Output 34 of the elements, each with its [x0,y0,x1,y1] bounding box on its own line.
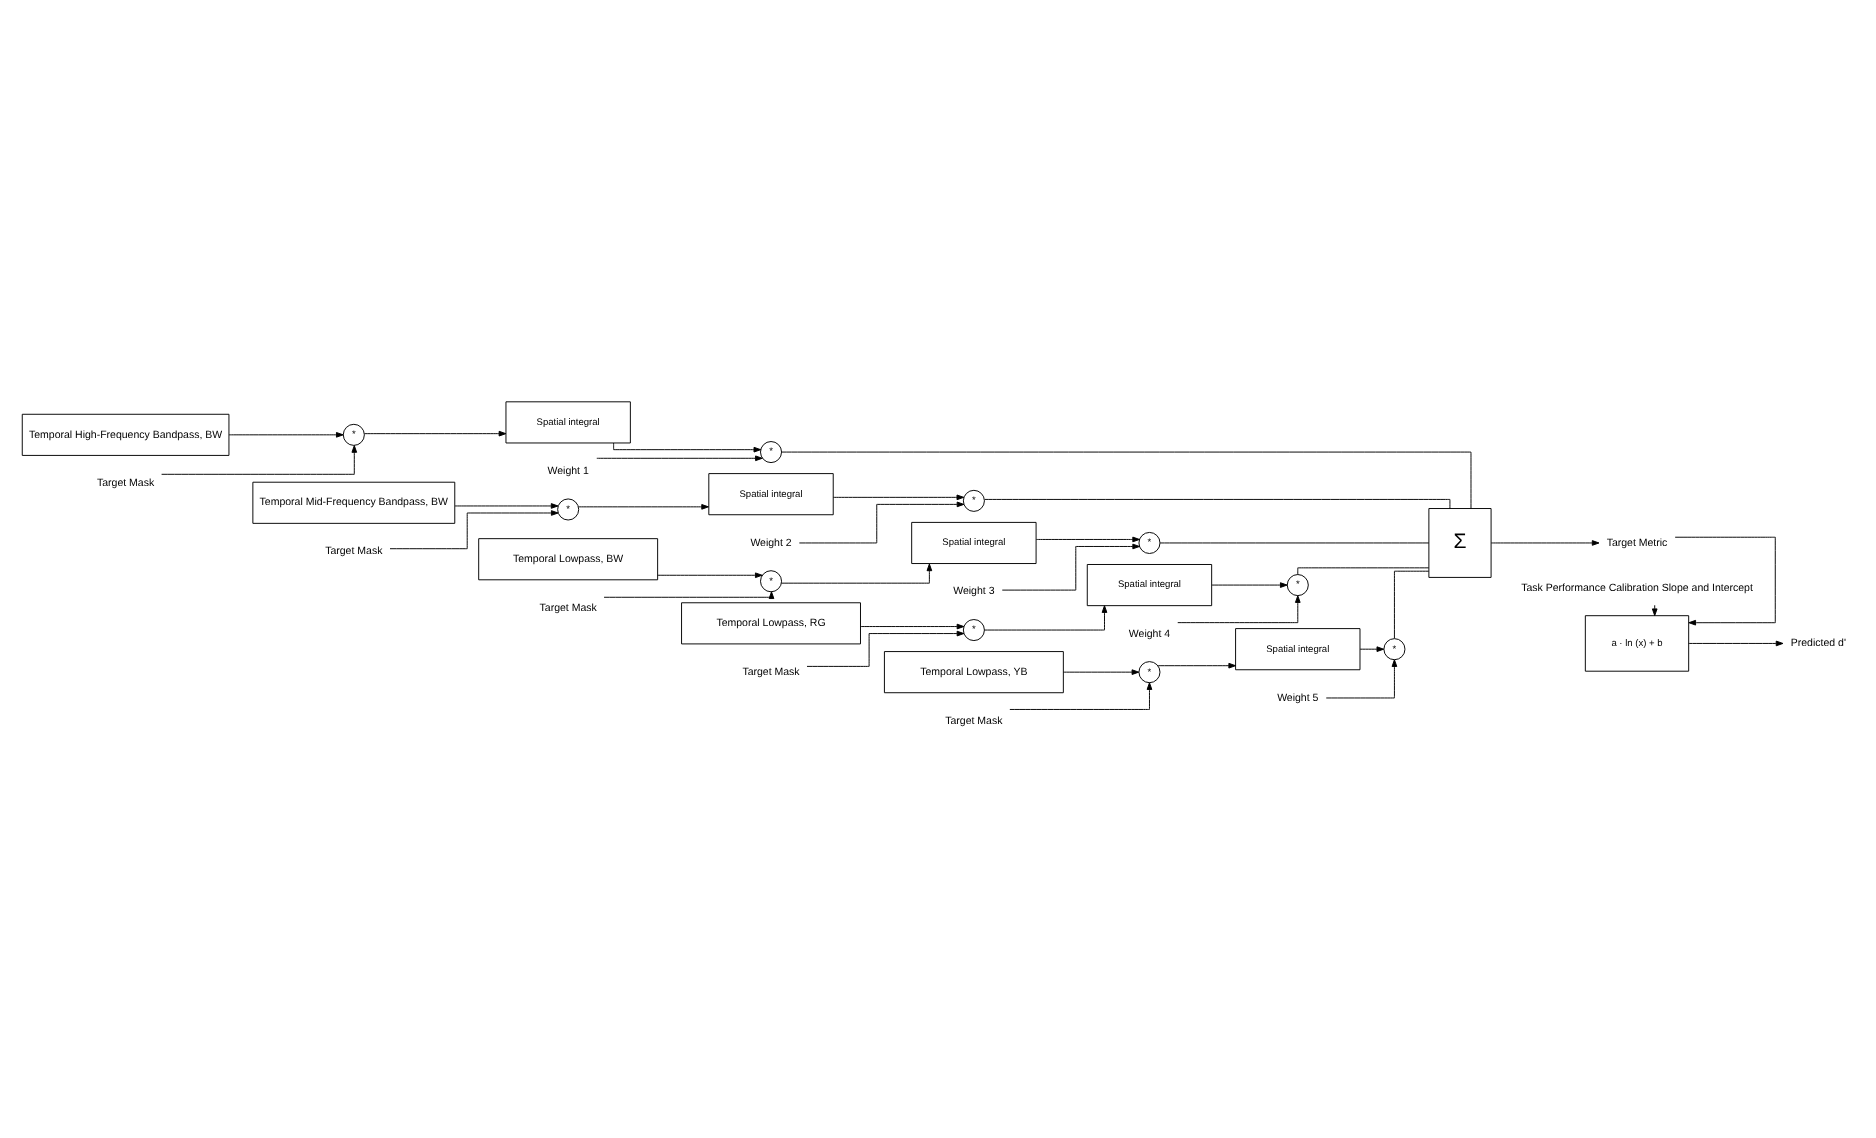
arrow [1211,581,1288,587]
arrow [1177,594,1301,623]
arrow [363,429,507,436]
arrow [1490,539,1600,545]
arrow [832,493,965,500]
arrow [984,604,1108,630]
arrow [1009,681,1153,709]
connector [1393,569,1430,638]
arrow [1001,542,1140,590]
arrow [613,441,762,452]
arrow [1688,639,1784,646]
arrow [1035,535,1140,542]
arrow [161,444,358,474]
arrow [603,590,775,598]
node-box: Σ [1428,507,1492,577]
arrow [860,622,965,629]
arrow [389,509,559,549]
connector [781,450,1472,508]
connector [1159,541,1430,543]
arrow [1674,535,1776,625]
arrow [1359,645,1385,651]
arrow [1157,661,1237,668]
arrow [657,571,763,578]
arrow [1325,658,1398,698]
arrow [596,454,763,461]
arrow [798,500,965,543]
arrow [228,431,344,437]
arrow [578,503,709,509]
arrow [780,562,933,583]
arrow [1063,668,1140,674]
arrow [454,502,559,508]
connector [984,497,1451,508]
connector [1297,566,1430,574]
arrow [806,629,965,666]
